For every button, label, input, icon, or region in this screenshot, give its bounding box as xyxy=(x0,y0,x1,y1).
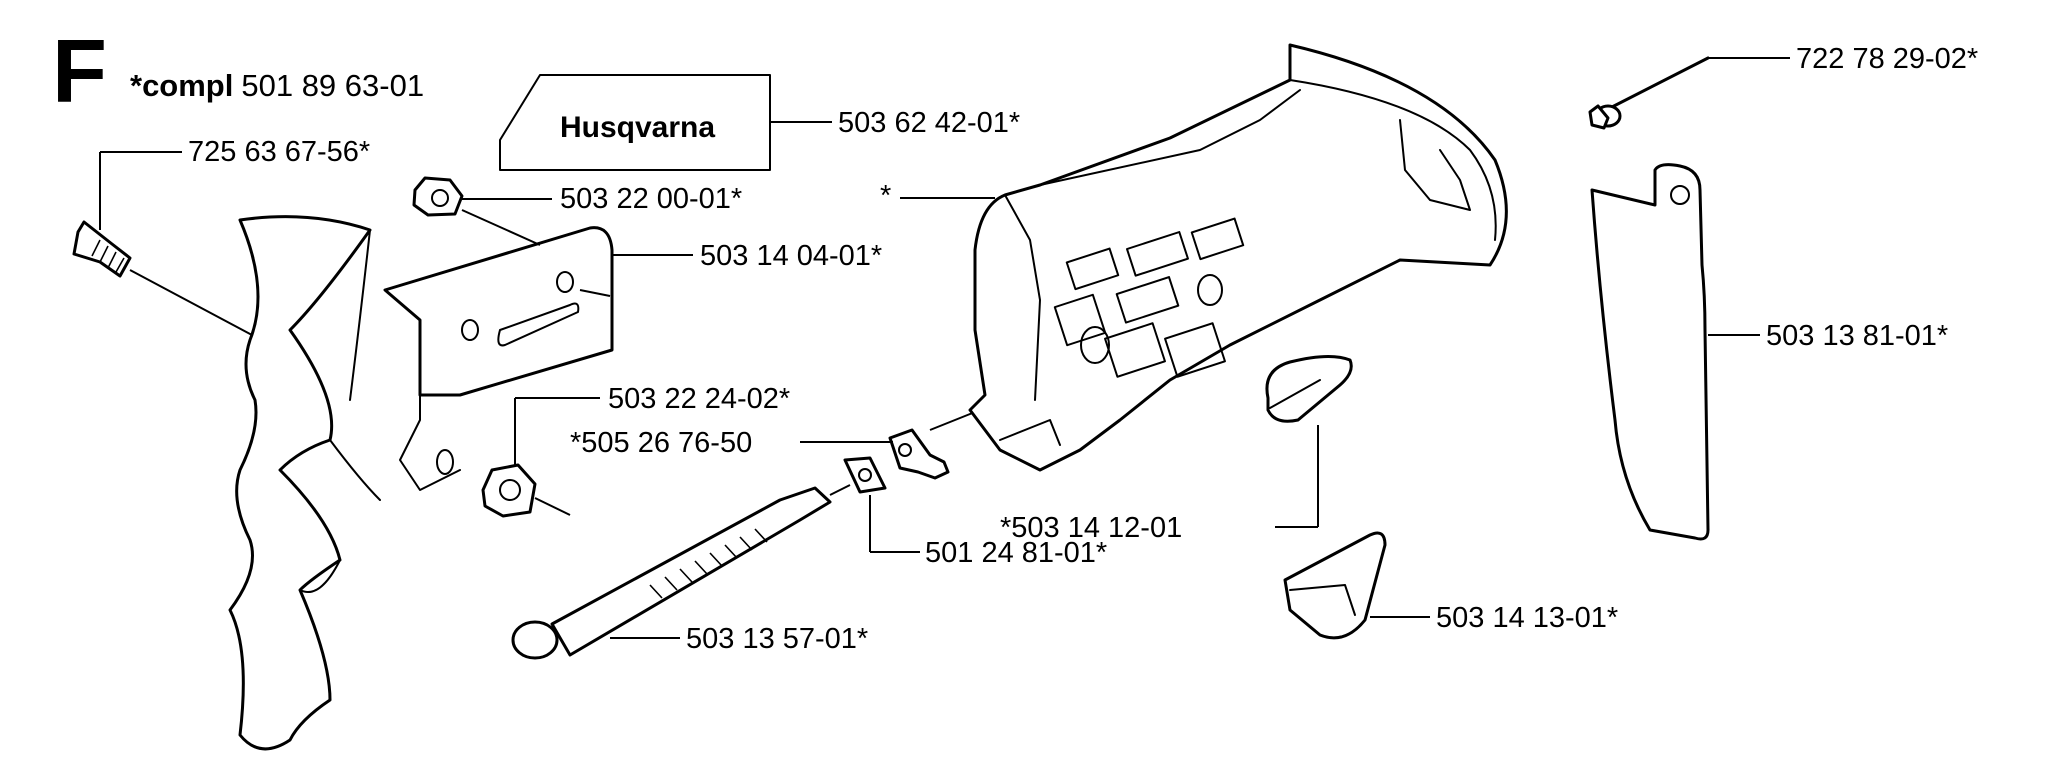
tensioner-nut-part xyxy=(888,409,981,480)
label-button-top: *503 14 12-01 xyxy=(1000,512,1182,544)
part-labels: 725 63 67-56* 503 62 42-01* 503 22 00-01… xyxy=(188,43,1978,655)
label-guard-plate: 503 13 81-01* xyxy=(1766,320,1948,352)
label-tensioner-nut: *505 26 76-50 xyxy=(570,427,752,459)
washer-part xyxy=(843,456,887,494)
decal-part: Husqvarna xyxy=(499,74,771,171)
hex-nut-part xyxy=(481,463,571,518)
label-washer: 501 24 81-01* xyxy=(925,537,1107,569)
tension-screw-part xyxy=(511,484,851,660)
label-cover: * xyxy=(880,180,891,212)
label-decal: 503 62 42-01* xyxy=(838,107,1020,139)
label-rivet: 722 78 29-02* xyxy=(1796,43,1978,75)
label-tension-screw: 503 13 57-01* xyxy=(686,623,868,655)
label-button-bottom: 503 14 13-01* xyxy=(1436,602,1618,634)
flange-nut-part xyxy=(412,176,541,246)
label-screw: 725 63 67-56* xyxy=(188,136,370,168)
chain-cover-part xyxy=(968,43,1508,472)
husqvarna-logo-text: Husqvarna xyxy=(560,111,715,144)
section-letter: F xyxy=(52,22,107,122)
rivet-part xyxy=(1588,56,1720,130)
label-nut-flange: 503 22 00-01* xyxy=(560,183,742,215)
button-bottom-part xyxy=(1283,531,1387,640)
bracket-plate-part xyxy=(383,226,614,491)
compl-prefix: *compl xyxy=(130,68,233,103)
guard-plate-part xyxy=(1590,163,1710,541)
label-nut-hex: 503 22 24-02* xyxy=(608,383,790,415)
button-top-part xyxy=(1265,355,1353,423)
spiked-plate-part xyxy=(228,215,381,751)
leader-lines xyxy=(99,57,1790,639)
compl-number: 501 89 63-01 xyxy=(241,68,424,103)
label-plate: 503 14 04-01* xyxy=(700,240,882,272)
